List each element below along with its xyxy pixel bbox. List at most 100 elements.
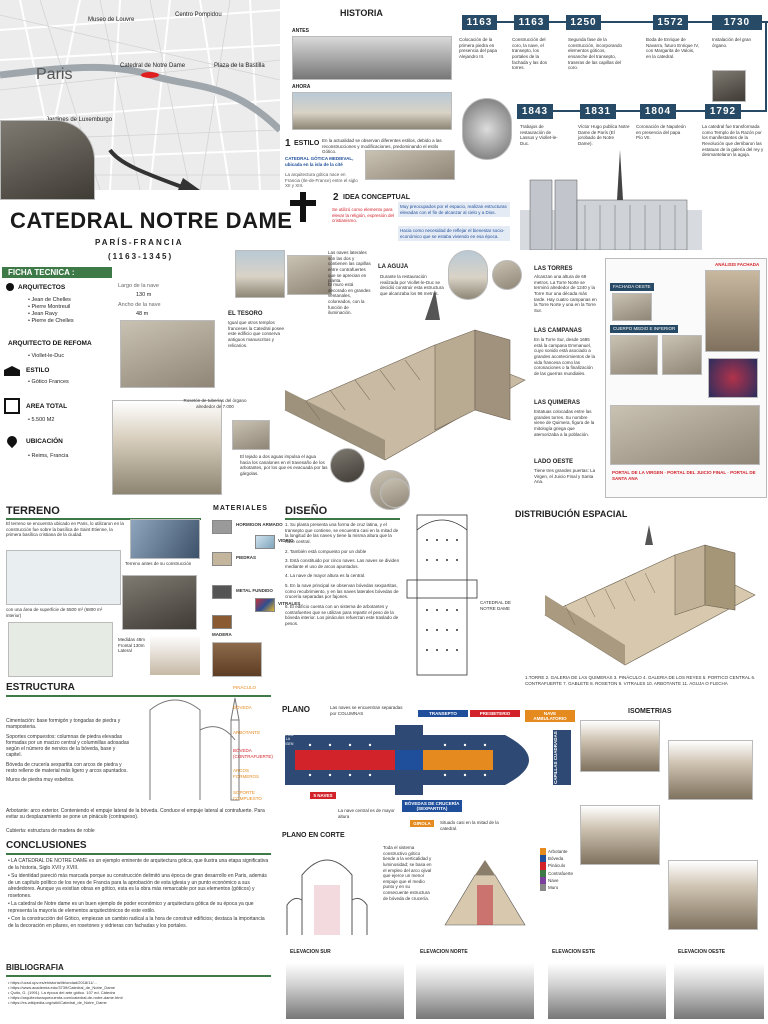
diseno-item-5: 5. En la nave principal se observan bóve…: [285, 583, 399, 600]
isometric-view-3: [580, 805, 660, 865]
ficha-ubicacion-label: UBICACIÓN: [26, 438, 63, 445]
arquitecto-1: Jean de Chelles: [28, 297, 74, 304]
ficha-estilo-value: Gótico Frances: [28, 379, 68, 386]
timeline-text-8: Coronación de Napoleón en presencia del …: [636, 124, 686, 141]
fachada-photo-2: [705, 270, 760, 352]
fachada-portales: PORTAL DE LA VIRGEN · PORTAL DEL JUICIO …: [612, 470, 756, 481]
section-drawing: [282, 845, 372, 940]
conclusiones-list: LA CATEDRAL DE NOTRE DAME es un ejemplo …: [8, 858, 270, 929]
isometric-view-2: [668, 740, 753, 800]
arquitecto-2: Pierre Montreuil: [28, 304, 74, 311]
bib-item-3: Quito, G. (1991). La época del arte góti…: [8, 990, 268, 995]
terreno-cathedral-image: [150, 635, 200, 675]
timeline-text-2: Construcción del coro, la nave, el trans…: [512, 37, 548, 71]
terreno-rule: [6, 518, 201, 520]
estructura-item-6: Cubierta: estructura de madera de roble: [6, 828, 95, 834]
aguja-photo: [448, 250, 488, 300]
map-label-luxemburgo: Jardines de Luxemburgo: [46, 117, 113, 123]
estilo-title: ESTILO: [294, 140, 320, 147]
elevacion-este-label: ELEVACION ESTE: [552, 949, 596, 955]
diseno-item-1: 1. Su planta presenta una forma de cruz …: [285, 522, 399, 544]
floor-plan: [285, 725, 555, 795]
fachada-photo-1: [612, 293, 652, 321]
timeline-text-5: Instalación del gran órgano.: [712, 37, 752, 48]
estructura-item-3: Bóveda de crucería sexpartita con arcos …: [6, 761, 128, 774]
victor-hugo-portrait: [462, 98, 512, 160]
fachada-photo-4: [662, 335, 702, 375]
timeline-text-9: La catedral fue transformada como Templo…: [702, 124, 764, 158]
piedras-swatch: [212, 552, 232, 566]
idea-box: Muy preocupados por el espacio, realizan…: [398, 202, 510, 218]
map-label-paris: Paris: [36, 66, 73, 83]
location-map: [0, 0, 280, 190]
map-label-louvre: Museo de Louvre: [88, 17, 135, 23]
map-label-notre-dame: Catedral de Notre Dame: [120, 63, 186, 69]
largo-label: Largo de la nave: [118, 283, 159, 289]
elevacion-este-drawing: [548, 963, 666, 1019]
bib-item-4[interactable]: https://arquitecturaquecuenta.com/catedr…: [8, 995, 268, 1000]
bib-item-2[interactable]: https://www.academia.edu/3739/Catedral_d…: [8, 985, 268, 990]
plano-mid-note: La nave central es de mayor altura: [338, 808, 395, 819]
estructura-rule: [6, 695, 271, 697]
isometric-cathedral: [525, 525, 765, 670]
timeline-top-line: [462, 21, 768, 23]
tag-presbiterio: PRESBITERIO: [470, 710, 520, 717]
ficha-icon-architect: [6, 283, 14, 291]
tejado-text: El tejado a dos aguas impulsa el agua ha…: [240, 454, 328, 476]
material-metal: METAL FUNDIDO: [236, 588, 273, 593]
interior-note: Las naves laterales son las dos y contie…: [328, 250, 371, 284]
terreno-title: TERRENO: [6, 505, 60, 517]
organ-photo: [712, 70, 746, 102]
portal-virgen: PORTAL DE LA VIRGEN: [280, 733, 294, 746]
quimera-photo-small: [492, 260, 522, 290]
bib-item-5[interactable]: https://es.wikipedia.org/wiki/Catedral_d…: [8, 1000, 268, 1005]
materiales-title: MATERIALES: [213, 505, 268, 512]
estructura-item-2: Soportes compuestos: columnas de piedra …: [6, 733, 130, 759]
corte-title: PLANO EN CORTE: [282, 832, 345, 839]
quimeras-title: LAS QUIMERAS: [534, 400, 581, 406]
tag-capillas: CAPILLAS CUADRADAS: [553, 730, 571, 785]
material-madera: MADERA: [212, 632, 232, 637]
section-render: [435, 845, 535, 935]
distribucion-title: DISTRIBUCIÓN ESPACIAL: [515, 509, 628, 519]
arquitecto-3: Jean Ravy: [28, 311, 74, 318]
metal-swatch: [212, 585, 232, 599]
material-piedras: PIEDRAS: [236, 555, 257, 560]
terreno-area-text: con una área de superficie de 5500 m² (6…: [6, 607, 103, 618]
gothic-collage-photo: [365, 150, 455, 180]
oeste-text: Tiene tres grandes puertas: La Virgen, e…: [534, 468, 596, 485]
diseno-title: DISEÑO: [285, 505, 328, 517]
tag-5-naves: 5 NAVES: [310, 792, 336, 799]
ancho-value: 48 m: [136, 311, 149, 317]
estructura-title: ESTRUCTURA: [6, 682, 75, 693]
estructura-item-4: Muros de piedra muy esbeltos.: [6, 777, 75, 783]
estructura-item-5: Arbotante: arco exterior. Conteniendo el…: [6, 808, 265, 821]
elevacion-sur-drawing: [286, 963, 404, 1019]
cathedral-3d-render: [275, 290, 530, 465]
historia-title: HISTORIA: [340, 8, 383, 18]
bib-item-1[interactable]: https://ucsd.upv.es/ehistoria/lib/ondad/…: [8, 980, 268, 985]
tag-girola: GIROLA: [410, 820, 434, 827]
interior-photo: [287, 255, 332, 295]
diagram-label-arbotante: ARBOTANTE: [233, 730, 261, 735]
ficha-ubicacion-value: Reims, Francia: [28, 453, 68, 460]
material-hormigon: HORMIGON ARMADO: [236, 522, 283, 527]
antes-label: ANTES: [292, 28, 309, 34]
terreno-medidas: Medidas 48m Frontal 130m Lateral: [118, 637, 146, 654]
fachada-photo-3: [610, 335, 658, 375]
diseno-item-2: 2. También está compuesto por un doble: [285, 548, 367, 554]
ficha-reforma-label: ARQUITECTO DE REFOMA: [8, 340, 92, 347]
page-title: CATEDRAL NOTRE DAME: [10, 208, 293, 233]
ahora-photo: [292, 92, 452, 130]
map-label-bastilla: Plaza de la Bastilla: [214, 63, 265, 69]
terreno-aerial-caption: Terreno antes de su construcción: [125, 561, 192, 566]
tag-transepto: TRANSEPTO: [418, 710, 468, 717]
ancho-label: Ancho de la nave: [118, 302, 161, 308]
material-vitrales: VITRALES: [278, 601, 301, 606]
diseno-item-3: 3. Está constituido por cinco naves. Las…: [285, 558, 400, 569]
diagram-label-soporte: SOPORTE COMPUESTO: [233, 790, 262, 801]
idea-text: Se utilizó como elemento para elevar la …: [332, 207, 395, 224]
conclusion-3: La catedral de Notre dame es un buen eje…: [8, 901, 270, 914]
cathedral-aerial-photo: [120, 320, 215, 388]
terreno-photo-2: [122, 575, 197, 630]
